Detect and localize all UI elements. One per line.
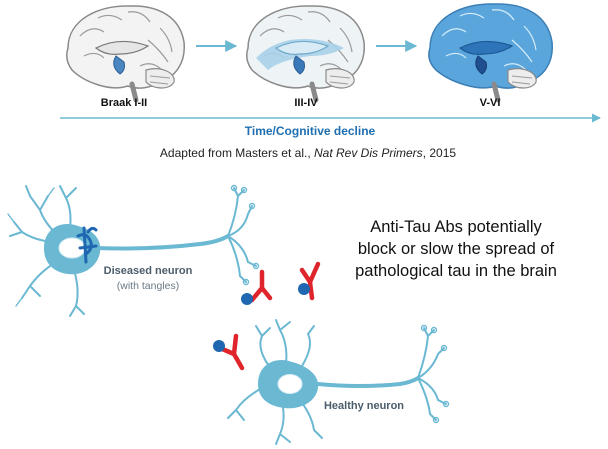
diseased-neuron-sublabel: (with tangles)	[117, 280, 179, 292]
citation-suffix: , 2015	[423, 146, 457, 160]
diseased-neuron-label: Diseased neuron	[104, 265, 193, 277]
tau-particle-icon	[298, 283, 310, 295]
citation-prefix: Adapted from Masters et al.,	[160, 146, 314, 160]
brain-stage-3	[428, 3, 553, 103]
caption-line-3: pathological tau in the brain	[355, 262, 557, 280]
healthy-neuron-label: Healthy neuron	[324, 400, 404, 412]
tau-particle-icon	[241, 293, 253, 305]
healthy-neuron	[227, 319, 450, 445]
citation: Adapted from Masters et al., Nat Rev Dis…	[160, 146, 456, 160]
stage-label-2: III-IV	[294, 97, 318, 109]
antibody-icon	[241, 269, 273, 305]
antibody-icon	[213, 333, 245, 371]
brain-stage-2	[246, 5, 365, 103]
tau-tangle-icon	[76, 226, 98, 264]
diseased-neuron	[7, 184, 260, 317]
brain-stage-1	[66, 5, 185, 103]
stage-label-3: V-VI	[480, 97, 501, 109]
stage-label-1: Braak I-II	[101, 97, 147, 109]
time-axis-label: Time/Cognitive decline	[245, 124, 376, 138]
antibody-icon	[298, 261, 321, 301]
caption-line-1: Anti-Tau Abs potentially	[370, 218, 542, 236]
caption-line-2: block or slow the spread of	[358, 240, 555, 258]
tau-particle-icon	[213, 340, 225, 352]
citation-journal: Nat Rev Dis Primers	[314, 146, 423, 160]
